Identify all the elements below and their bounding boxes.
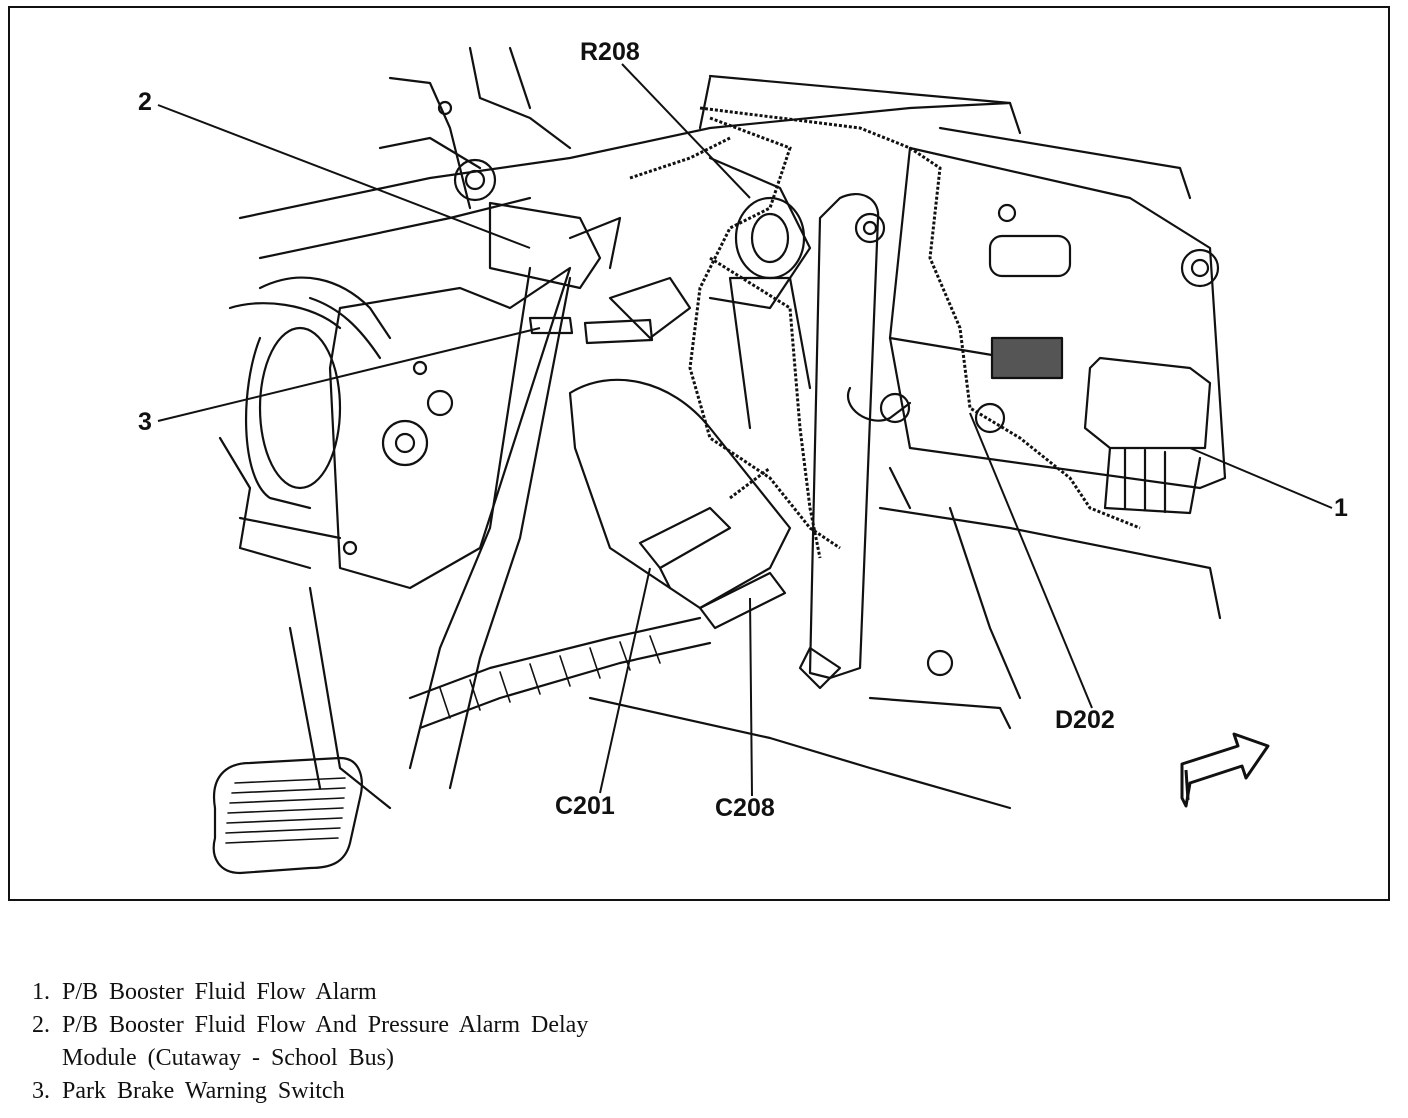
callout-c208-label: C208 xyxy=(715,794,775,822)
leader-3 xyxy=(157,327,541,422)
callout-d202-label: D202 xyxy=(1055,706,1115,734)
leader-lines xyxy=(157,63,1333,797)
legend-text: P/B Booster Fluid Flow And Pressure Alar… xyxy=(62,1012,589,1038)
legend-number: 1. xyxy=(32,979,50,1005)
diagram-frame: 2 3 R208 1 D202 C201 C208 xyxy=(8,6,1390,901)
leader-1 xyxy=(1189,447,1333,509)
callout-1-label: 1 xyxy=(1334,494,1348,522)
legend-item-1: 1. P/B Booster Fluid Flow Alarm xyxy=(32,976,588,1009)
leader-2 xyxy=(157,104,531,249)
leader-c201 xyxy=(599,567,651,794)
legend-item-3: 3. Park Brake Warning Switch xyxy=(32,1075,588,1108)
legend-number: 3. xyxy=(32,1078,50,1104)
callout-r208-label: R208 xyxy=(580,38,640,66)
wire-harness xyxy=(629,106,1141,559)
callout-c201-label: C201 xyxy=(555,792,615,820)
callout-3-label: 3 xyxy=(138,408,152,436)
forward-arrow-icon xyxy=(1180,732,1270,808)
leader-d202 xyxy=(969,412,1093,709)
leader-r208 xyxy=(621,63,751,199)
leader-c208 xyxy=(749,597,753,797)
legend-text: P/B Booster Fluid Flow Alarm xyxy=(62,979,377,1005)
legend-text: Park Brake Warning Switch xyxy=(62,1078,345,1104)
legend-number: 2. xyxy=(32,1012,50,1038)
parts-legend: 1. P/B Booster Fluid Flow Alarm 2. P/B B… xyxy=(32,976,588,1108)
legend-text-continuation: Module (Cutaway - School Bus) xyxy=(62,1045,394,1071)
legend-item-2: 2. P/B Booster Fluid Flow And Pressure A… xyxy=(32,1009,588,1042)
line-art xyxy=(212,46,1227,875)
brake-pedal-wiring-illustration: 2 3 R208 1 D202 C201 C208 xyxy=(138,38,1348,875)
callout-2-label: 2 xyxy=(138,88,152,116)
